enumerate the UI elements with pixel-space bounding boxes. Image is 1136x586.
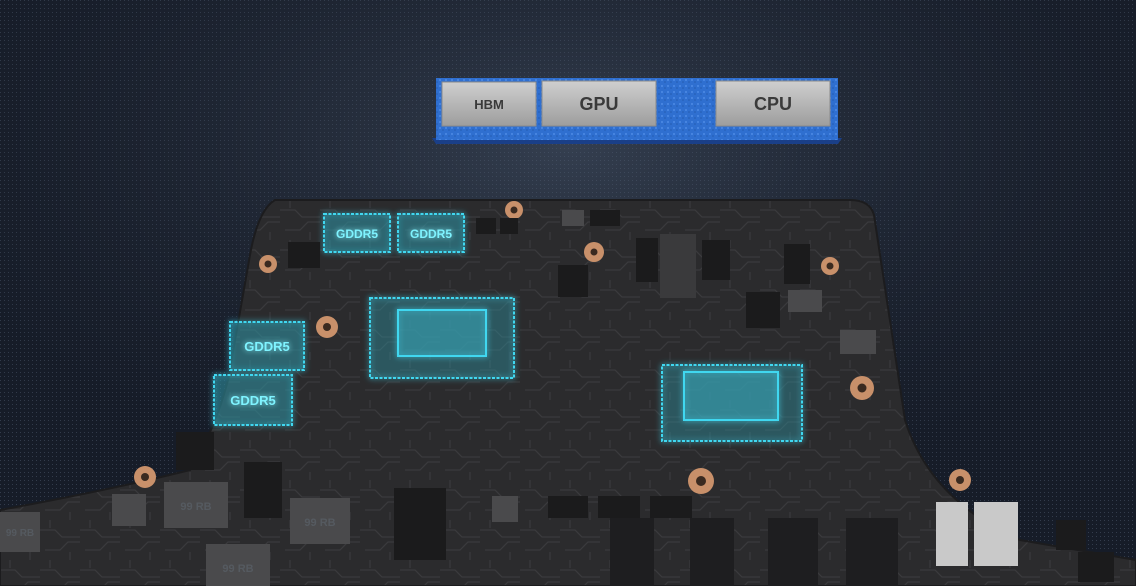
memory-module — [610, 518, 654, 586]
svg-text:99 RB: 99 RB — [180, 501, 211, 513]
svg-text:99 RB: 99 RB — [222, 563, 253, 575]
gddr5-chip: GDDR5 — [397, 213, 465, 253]
ic-component — [784, 244, 810, 284]
marked-chip: 99 RB — [0, 512, 40, 552]
cpu-chip: CPU — [715, 80, 831, 127]
marked-components: 99 RB 99 RB 99 RB 99 RB — [0, 482, 350, 586]
marked-chip: 99 RB — [290, 498, 350, 544]
pcb-board: GDDR5 GDDR5 GDDR5 GDDR5 — [0, 199, 1136, 586]
ic-component — [492, 496, 518, 522]
svg-text:GDDR5: GDDR5 — [244, 339, 290, 354]
ic-component — [176, 432, 214, 470]
ic-component — [562, 210, 584, 226]
mounting-holes — [134, 201, 971, 494]
gddr5-group-left: GDDR5 GDDR5 — [213, 321, 305, 426]
gddr5-group-top: GDDR5 GDDR5 — [323, 213, 465, 253]
cpu-socket-highlight — [661, 364, 803, 442]
marked-chip: 99 RB — [206, 544, 270, 586]
ic-component — [788, 290, 822, 312]
ic-component — [500, 218, 518, 234]
svg-text:99 RB: 99 RB — [6, 528, 34, 539]
memory-module — [768, 518, 818, 586]
ic-component — [288, 242, 320, 268]
ic-component — [558, 265, 588, 297]
svg-text:GDDR5: GDDR5 — [336, 227, 378, 241]
bottom-memory-modules — [610, 502, 1018, 586]
hbm-chip: HBM — [441, 81, 537, 127]
memory-module — [690, 518, 734, 586]
ic-component — [394, 488, 446, 560]
gpu-socket-highlight — [369, 297, 515, 379]
gddr5-chip: GDDR5 — [323, 213, 391, 253]
silver-component — [974, 502, 1018, 566]
ic-component — [636, 238, 658, 282]
gddr5-chip: GDDR5 — [213, 374, 293, 426]
ic-component — [702, 240, 730, 280]
hbm-chip-label: HBM — [474, 97, 504, 112]
ic-component — [548, 496, 588, 518]
ic-component — [660, 234, 696, 298]
svg-text:GDDR5: GDDR5 — [230, 393, 276, 408]
ic-component — [1056, 520, 1086, 550]
silver-component — [936, 502, 968, 566]
ic-component — [840, 330, 876, 354]
small-components — [112, 210, 1114, 582]
svg-text:GDDR5: GDDR5 — [410, 227, 452, 241]
ic-component — [598, 496, 640, 518]
svg-text:99 RB: 99 RB — [304, 517, 335, 529]
marked-chip: 99 RB — [164, 482, 228, 528]
ic-component — [590, 210, 620, 226]
ic-component — [650, 496, 692, 518]
gpu-chip-label: GPU — [579, 94, 618, 114]
ic-component — [244, 462, 282, 518]
ic-component — [476, 218, 496, 234]
gddr5-chip: GDDR5 — [229, 321, 305, 371]
cpu-chip-label: CPU — [754, 94, 792, 114]
ic-component — [112, 494, 146, 526]
ic-component — [746, 292, 780, 328]
ic-component — [1078, 552, 1114, 582]
gpu-chip: GPU — [541, 80, 657, 127]
memory-module — [846, 518, 898, 586]
chip-package: HBM GPU CPU — [432, 78, 842, 144]
